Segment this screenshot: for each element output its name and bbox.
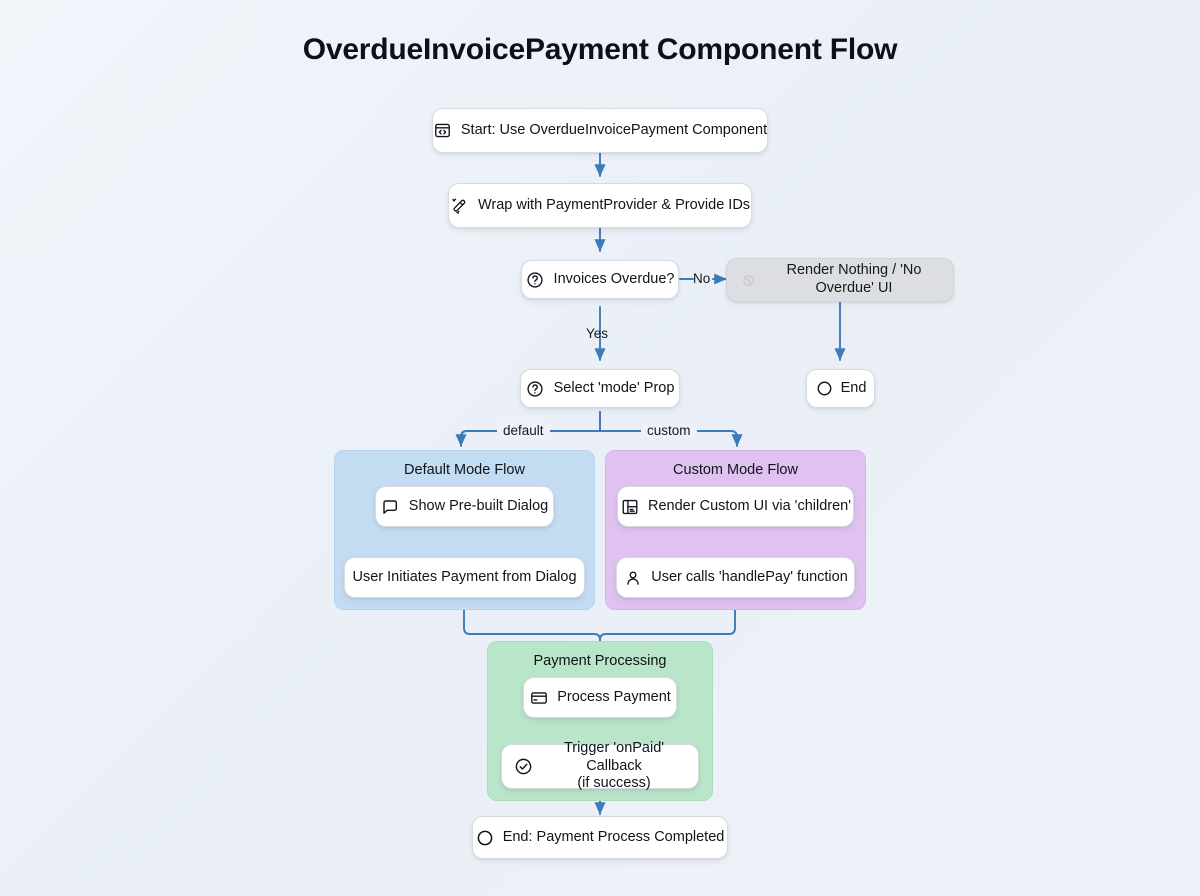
user-icon (623, 568, 642, 587)
node-render-custom-ui[interactable]: Render Custom UI via 'children' (617, 486, 854, 527)
subgraph-title-default: Default Mode Flow (404, 462, 525, 478)
check-circle-icon (514, 757, 533, 776)
layout-template-icon (620, 497, 639, 516)
node-end-payment-label: End: Payment Process Completed (502, 828, 725, 845)
node-render-nothing[interactable]: Render Nothing / 'No Overdue' UI (726, 258, 954, 302)
node-wrap-label: Wrap with PaymentProvider & Provide IDs (477, 196, 751, 213)
node-invoices-overdue-label: Invoices Overdue? (553, 270, 675, 287)
node-wrap-payment-provider[interactable]: Wrap with PaymentProvider & Provide IDs (448, 183, 752, 228)
node-start-label: Start: Use OverdueInvoicePayment Compone… (460, 121, 768, 138)
node-select-mode-label: Select 'mode' Prop (553, 379, 675, 396)
subgraph-title-custom: Custom Mode Flow (673, 462, 798, 478)
node-select-mode-prop-decision[interactable]: Select 'mode' Prop (520, 369, 680, 408)
message-bubble-icon (381, 497, 400, 516)
node-user-initiates-label: User Initiates Payment from Dialog (352, 568, 577, 585)
ban-icon (739, 271, 758, 290)
magic-wand-icon (450, 196, 469, 215)
node-trigger-onpaid-line2: (if success) (577, 775, 651, 792)
node-user-calls-handlepay[interactable]: User calls 'handlePay' function (616, 557, 855, 598)
page-title: OverdueInvoicePayment Component Flow (302, 33, 898, 66)
code-window-icon (433, 121, 452, 140)
node-render-custom-ui-label: Render Custom UI via 'children' (648, 497, 851, 514)
node-show-prebuilt-dialog[interactable]: Show Pre-built Dialog (375, 486, 554, 527)
question-circle-icon (526, 270, 545, 289)
node-start[interactable]: Start: Use OverdueInvoicePayment Compone… (432, 108, 768, 153)
node-trigger-onpaid-line1: Trigger 'onPaid' Callback (563, 739, 665, 774)
credit-card-icon (529, 688, 548, 707)
circle-icon (476, 828, 495, 847)
node-end-payment-completed[interactable]: End: Payment Process Completed (472, 816, 728, 859)
node-render-nothing-label: Render Nothing / 'No Overdue' UI (786, 262, 922, 296)
node-user-calls-handlepay-label: User calls 'handlePay' function (651, 568, 848, 585)
question-circle-icon (526, 379, 545, 398)
subgraph-title-payment: Payment Processing (533, 653, 667, 669)
edge-label-custom: custom (641, 423, 697, 438)
node-process-payment[interactable]: Process Payment (523, 677, 677, 718)
node-invoices-overdue-decision[interactable]: Invoices Overdue? (521, 260, 679, 299)
node-user-initiates-payment[interactable]: User Initiates Payment from Dialog (344, 557, 585, 598)
node-end-label: End (840, 379, 867, 396)
edge-label-default: default (497, 423, 550, 438)
edge-label-yes: Yes (586, 326, 609, 341)
edge-label-no: No (693, 271, 711, 286)
circle-icon (815, 379, 834, 398)
node-trigger-onpaid-callback[interactable]: Trigger 'onPaid' Callback (if success) (501, 740, 699, 792)
node-end-no-overdue[interactable]: End (806, 369, 875, 408)
node-process-payment-label: Process Payment (557, 688, 671, 705)
node-show-dialog-label: Show Pre-built Dialog (408, 497, 549, 514)
